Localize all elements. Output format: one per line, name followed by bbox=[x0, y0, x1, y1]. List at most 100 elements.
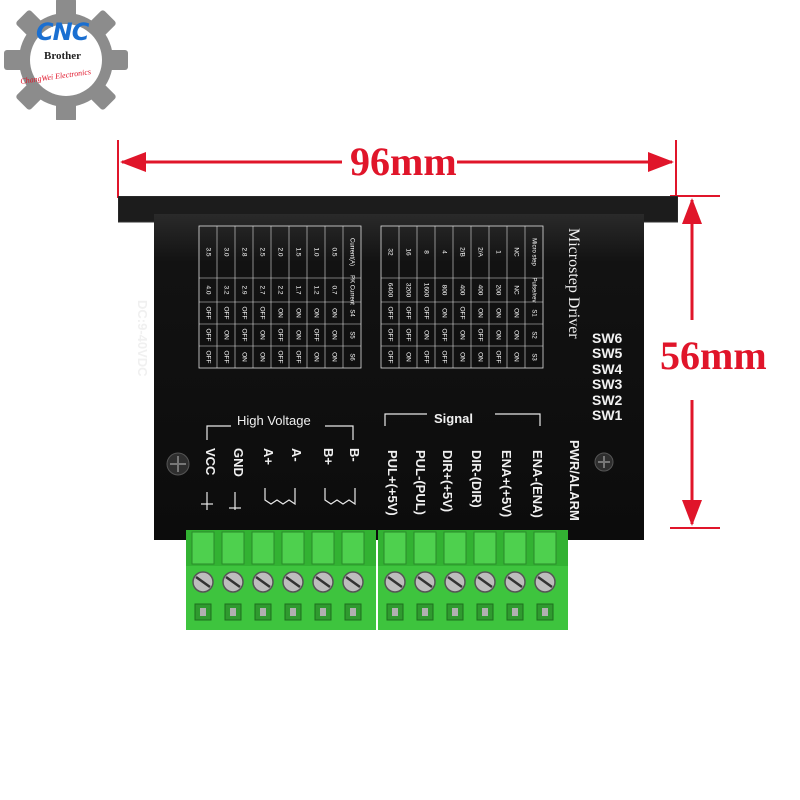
gear-icon bbox=[4, 0, 128, 122]
terminal-slot bbox=[383, 531, 407, 565]
table-cell: 3.2 bbox=[222, 285, 229, 294]
table-cell: OFF bbox=[458, 307, 465, 320]
terminal-slot bbox=[443, 531, 467, 565]
microstep-table: Micro stepPulse/revS1S2S3NCNCONONON1200O… bbox=[380, 225, 544, 369]
terminal-label: VCC bbox=[203, 448, 218, 476]
high-voltage-label: High Voltage bbox=[237, 413, 311, 428]
table-header-cell: S4 bbox=[348, 309, 354, 317]
table-cell: ON bbox=[312, 352, 319, 362]
terminal-slot bbox=[341, 531, 365, 565]
table-header-cell: Pulse/rev bbox=[530, 277, 536, 302]
table-cell: 4.0 bbox=[204, 285, 211, 294]
table-cell: 16 bbox=[404, 248, 411, 256]
table-cell: OFF bbox=[476, 329, 483, 342]
table-cell: ON bbox=[476, 308, 483, 318]
table-cell: ON bbox=[512, 330, 519, 340]
screw-right-icon bbox=[594, 452, 614, 472]
table-cell: NC bbox=[512, 247, 519, 257]
table-cell: ON bbox=[330, 352, 337, 362]
table-cell: OFF bbox=[294, 351, 301, 364]
table-cell: ON bbox=[258, 330, 265, 340]
table-cell: 1.0 bbox=[312, 247, 319, 256]
table-cell: OFF bbox=[276, 329, 283, 342]
terminal-slot bbox=[311, 531, 335, 565]
table-cell: 0.5 bbox=[330, 247, 337, 256]
table-cell: 32 bbox=[386, 248, 393, 256]
terminal-label: GND bbox=[231, 448, 246, 477]
table-cell: 2.7 bbox=[258, 285, 265, 294]
table-cell: OFF bbox=[204, 307, 211, 320]
pwr-alarm-label: PWR/ALARM bbox=[567, 440, 582, 521]
height-label: 56mm bbox=[660, 333, 767, 378]
terminal-slot bbox=[503, 531, 527, 565]
table-cell: OFF bbox=[276, 351, 283, 364]
terminal-label: B- bbox=[347, 448, 362, 462]
wiring-diagram-icon bbox=[201, 413, 541, 510]
table-header-cell: S1 bbox=[530, 309, 536, 317]
width-dimension: 96mm bbox=[112, 130, 682, 200]
terminal-label: ENA+(+5V) bbox=[499, 450, 514, 518]
table-cell: 2.5 bbox=[258, 247, 265, 256]
switch-label: SW5 bbox=[592, 345, 623, 361]
switch-label: SW6 bbox=[592, 330, 623, 346]
terminal-label: PUL-(PUL) bbox=[413, 450, 428, 515]
table-cell: OFF bbox=[222, 351, 229, 364]
terminal-label: DIR-(DIR) bbox=[469, 450, 484, 508]
table-cell: OFF bbox=[422, 351, 429, 364]
table-cell: OFF bbox=[440, 329, 447, 342]
table-cell: 2/A bbox=[476, 247, 483, 257]
table-cell: 1.2 bbox=[312, 285, 319, 294]
table-cell: ON bbox=[404, 352, 411, 362]
table-header-cell: S6 bbox=[348, 353, 354, 361]
table-cell: ON bbox=[240, 352, 247, 362]
table-cell: OFF bbox=[222, 307, 229, 320]
table-cell: ON bbox=[330, 308, 337, 318]
logo-main-text: CNC bbox=[36, 18, 89, 46]
table-cell: OFF bbox=[240, 307, 247, 320]
current-table: Current(A)PK CurrentS4S5S60.50.7ONONON1.… bbox=[198, 225, 362, 369]
table-cell: 4 bbox=[440, 250, 447, 254]
table-cell: ON bbox=[276, 308, 283, 318]
terminal-slot bbox=[533, 531, 557, 565]
table-cell: ON bbox=[440, 308, 447, 318]
terminal-label: A- bbox=[289, 448, 304, 462]
height-dimension bbox=[670, 190, 740, 535]
table-cell: 400 bbox=[476, 285, 483, 296]
terminal-block-signal bbox=[378, 530, 568, 630]
driver-title: Microstep Driver bbox=[565, 228, 582, 339]
table-cell: OFF bbox=[386, 329, 393, 342]
logo-sub-text: Brother bbox=[44, 50, 82, 62]
terminal-slot bbox=[473, 531, 497, 565]
terminal-slot bbox=[191, 531, 215, 565]
table-cell: 3200 bbox=[404, 283, 411, 298]
company-logo: CNC Brother ChangWei Electronics bbox=[0, 0, 130, 122]
terminal-block-high-voltage bbox=[186, 530, 376, 630]
table-cell: ON bbox=[458, 330, 465, 340]
terminal-slot bbox=[251, 531, 275, 565]
table-cell: ON bbox=[512, 352, 519, 362]
table-cell: 2.8 bbox=[240, 247, 247, 256]
switch-label: SW1 bbox=[592, 407, 623, 423]
table-cell: OFF bbox=[204, 351, 211, 364]
switch-label: SW3 bbox=[592, 376, 623, 392]
terminal-slot bbox=[413, 531, 437, 565]
width-arrow-icon bbox=[117, 140, 677, 198]
table-header-cell: Micro step bbox=[530, 238, 536, 266]
terminal-label: ENA-(ENA) bbox=[530, 450, 545, 518]
table-cell: 2.0 bbox=[276, 247, 283, 256]
table-cell: ON bbox=[258, 352, 265, 362]
height-arrow-icon bbox=[670, 195, 720, 529]
table-header-cell: S2 bbox=[530, 331, 536, 339]
table-cell: 400 bbox=[458, 285, 465, 296]
table-cell: 1.5 bbox=[294, 247, 301, 256]
table-header-cell: Current(A) bbox=[348, 238, 354, 266]
terminal-label: A+ bbox=[261, 448, 276, 465]
table-cell: 0.7 bbox=[330, 285, 337, 294]
terminal-slot bbox=[221, 531, 245, 565]
table-cell: OFF bbox=[494, 351, 501, 364]
table-header-cell: S3 bbox=[530, 353, 536, 361]
table-cell: 3.5 bbox=[204, 247, 211, 256]
table-cell: 200 bbox=[494, 285, 501, 296]
table-cell: OFF bbox=[386, 351, 393, 364]
